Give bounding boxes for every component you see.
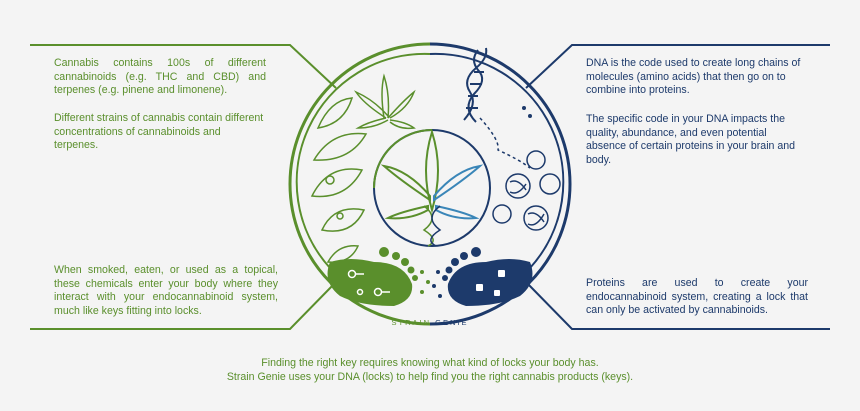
footer-line-1: Finding the right key requires knowing w…	[261, 357, 599, 369]
green-footprint-icon	[327, 247, 418, 306]
left-paragraph-endocannabinoid: When smoked, eaten, or used as a topical…	[54, 264, 278, 317]
footer-line-2: Strain Genie uses your DNA (locks) to he…	[226, 370, 634, 383]
outer-circle-right	[429, 42, 572, 326]
emblem-green-arc	[373, 129, 433, 189]
brand-word-strain: STRAIN	[391, 318, 432, 327]
central-leaf-icon	[380, 128, 484, 220]
amino-acid-chain	[479, 117, 531, 169]
cannabis-leaf-icon	[353, 73, 416, 130]
brand-word-genie: GENIE	[435, 318, 469, 327]
footer: Finding the right key requires knowing w…	[180, 357, 680, 384]
inner-arc-right	[429, 52, 565, 269]
left-bottom-callout-line	[30, 281, 337, 330]
brand-logo: STRAIN GENIE	[380, 318, 480, 327]
right-paragraph-lock: Proteins are used to create your endocan…	[586, 277, 808, 317]
dna-helix-icon	[463, 47, 488, 123]
blue-footprint-icon	[442, 247, 533, 306]
terpene-leaf-icons	[310, 97, 368, 263]
right-callout-line	[525, 44, 830, 89]
lock-icon	[476, 270, 505, 296]
emblem-dna-icon	[422, 205, 442, 247]
outer-circle-left	[288, 42, 431, 326]
right-paragraph-dna: DNA is the code used to create long chai…	[586, 57, 801, 97]
right-bottom-callout-line	[525, 281, 830, 330]
left-paragraph-strains: Different strains of cannabis contain di…	[54, 112, 264, 152]
left-paragraph-cannabinoids: Cannabis contains 100s of different cann…	[54, 57, 266, 97]
protein-icon	[492, 150, 561, 231]
inner-arc-left	[295, 52, 431, 269]
left-callout-line	[30, 44, 337, 89]
connecting-dots	[420, 270, 442, 298]
right-paragraph-proteins: The specific code in your DNA impacts th…	[586, 113, 796, 166]
key-icon	[347, 269, 390, 297]
